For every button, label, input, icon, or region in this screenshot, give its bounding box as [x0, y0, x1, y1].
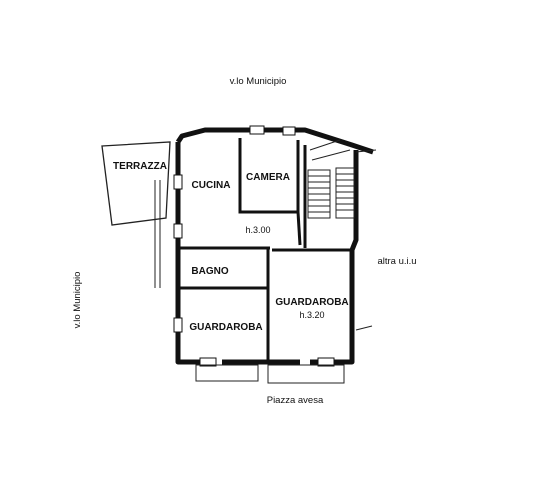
room-label-guardaroba-right: GUARDAROBA	[275, 297, 348, 308]
room-label-terrazza: TERRAZZA	[113, 161, 167, 172]
street-label-bottom: Piazza avesa	[267, 395, 324, 406]
adjacent-unit-label: altra u.i.u	[377, 256, 416, 267]
street-label-left: v.lo Municipio	[72, 272, 83, 329]
inner-walls	[180, 138, 352, 360]
openings	[173, 125, 335, 367]
exterior-lines	[355, 149, 377, 331]
stairs	[307, 139, 355, 219]
street-label-top: v.lo Municipio	[230, 76, 287, 87]
balconies	[195, 364, 345, 384]
room-label-guardaroba-left: GUARDAROBA	[189, 322, 262, 333]
room-label-bagno: BAGNO	[191, 266, 228, 277]
room-label-camera: CAMERA	[246, 172, 290, 183]
terrace	[101, 141, 171, 288]
ceiling-height-main: h.3.00	[245, 225, 270, 235]
ceiling-height-right: h.3.20	[299, 310, 324, 320]
room-label-cucina: CUCINA	[192, 180, 231, 191]
